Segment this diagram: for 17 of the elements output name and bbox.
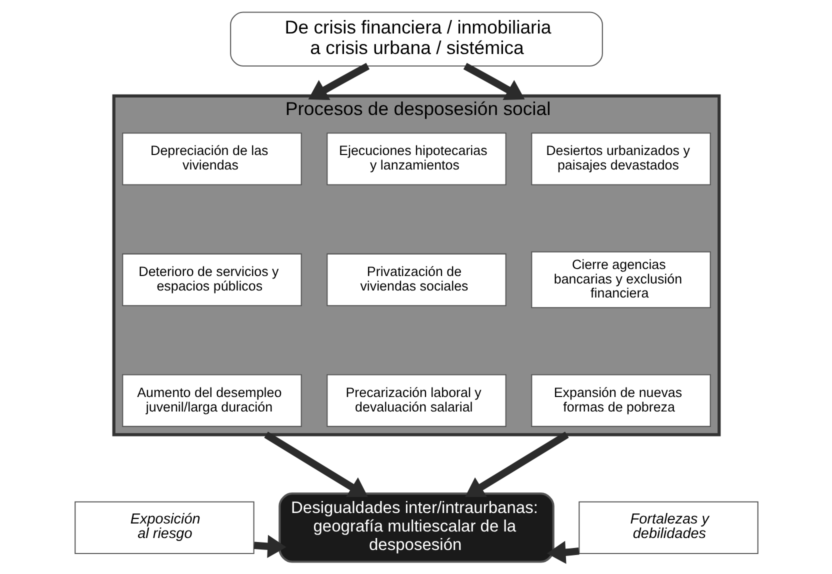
arrow: [264, 432, 368, 498]
node-box: Fortalezas y debilidades: [578, 501, 758, 554]
node-box: Desigualdades inter/intraurbanas: geografía multiescalar de la desposesión: [278, 492, 554, 563]
node-box: Expansión de nuevas formas de pobreza: [530, 374, 710, 427]
arrow: [253, 534, 286, 558]
node-box: Cierre agencias bancarias y exclusión financiera: [530, 251, 710, 308]
arrow: [464, 432, 568, 498]
arrow: [546, 540, 579, 564]
node-box: Ejecuciones hipotecarias y lanzamientos: [326, 132, 506, 186]
node-box: Privatización de viviendas sociales: [326, 253, 506, 306]
node-box: Deterioro de servicios y espacios públicos: [122, 253, 302, 306]
node-box: Precarización laboral y devaluación salarial: [326, 374, 506, 427]
node-box: Depreciación de las viviendas: [122, 132, 302, 186]
node-box: Desiertos urbanizados y paisajes devastados: [530, 132, 710, 186]
node-box: Exposición al riesgo: [74, 501, 254, 554]
node-box: Aumento del desempleo juvenil/larga duración: [122, 374, 302, 427]
node-box: De crisis financiera / inmobiliaria a crisis urbana / sistémica: [230, 12, 602, 66]
